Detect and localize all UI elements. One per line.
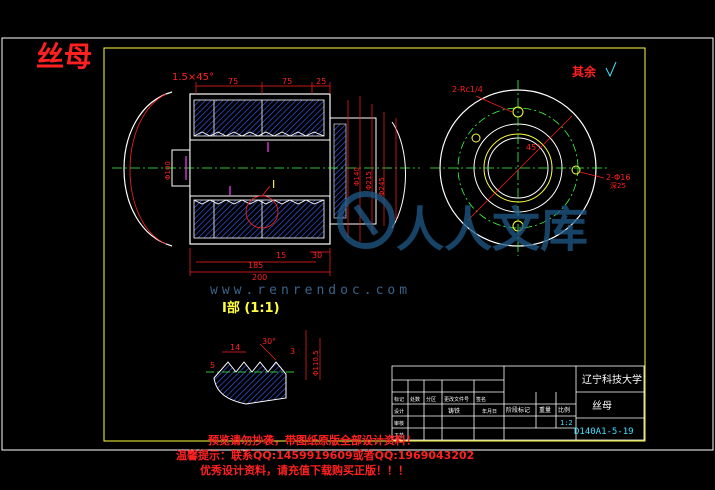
dim-30: 30: [312, 251, 322, 260]
dim-200: 200: [252, 273, 267, 282]
tb-stage-2: 比例: [558, 406, 570, 414]
dim-14: 14: [230, 343, 240, 352]
dim-3: 3: [290, 347, 295, 356]
inner-frame: [103, 47, 646, 442]
dim-bolt-holes: 2-Φ16: [606, 173, 630, 182]
detail-label: I部 (1:1): [222, 300, 280, 316]
end-view: 2-Rc1/4 2-Φ16 深25 45°: [430, 80, 630, 256]
dim-angle45: 45°: [526, 143, 540, 152]
roughness-symbol-icon: [605, 61, 617, 78]
notice-line-3: 优秀设计资料，请充值下载购买正版！！！: [200, 463, 409, 477]
tb-row-label-2: 分区: [426, 396, 436, 403]
tb-scale: 1:2: [560, 419, 573, 427]
tb-sign-2: 工艺: [394, 433, 404, 439]
outer-frame: [1, 37, 714, 451]
drawing-title: 丝母: [36, 40, 92, 73]
tb-row-label-3: 更改文件号: [444, 396, 469, 403]
dim-185: 185: [248, 261, 263, 270]
tb-row-label-5: 年月日: [482, 408, 497, 415]
dim-flange-hole: 2-Rc1/4: [452, 85, 483, 94]
dim-phi100: Φ100: [164, 161, 172, 180]
section-marker: I: [272, 178, 275, 191]
dim-25: 25: [316, 77, 326, 86]
dim-depth: 深25: [610, 181, 626, 190]
dim-angle30: 30°: [262, 337, 276, 346]
tb-row-label-1: 处数: [410, 396, 420, 403]
dim-phi215: Φ215: [365, 171, 373, 190]
tb-university: 辽宁科技大学: [582, 373, 642, 386]
tb-part-name: 丝母: [592, 400, 612, 412]
watermark-logo-icon: [337, 191, 395, 249]
watermark-text: 人人文库: [396, 202, 588, 258]
notice-line-1: 预览请勿抄袭，带图纸原版全部设计资料！: [208, 433, 417, 447]
tb-stage-0: 阶段标记: [506, 406, 530, 414]
dim-75-a: 75: [228, 77, 238, 86]
dim-15: 15: [276, 251, 286, 260]
tb-material: 铸铁: [448, 407, 460, 415]
title-block: [391, 365, 645, 441]
dim-phi245: Φ245: [378, 177, 386, 196]
tb-stage-1: 重量: [539, 406, 551, 414]
dim-75-b: 75: [282, 77, 292, 86]
dim-5: 5: [210, 361, 215, 370]
roughness-note: 其余: [572, 64, 597, 79]
notice-line-2: 温馨提示：联系QQ:1459919609或者QQ:1969043202: [176, 448, 474, 462]
tb-row-label-4: 签名: [476, 396, 486, 403]
dim-phi140: Φ140: [353, 167, 361, 186]
tb-sign-0: 设计: [394, 408, 404, 415]
tb-drawing-no: D140A1-5-19: [574, 427, 634, 437]
watermark-url: www.renrendoc.com: [210, 283, 411, 298]
dim-phi110: Φ110.5: [312, 350, 320, 376]
detail-view: 14 30° 3 5 Φ110.5: [206, 330, 321, 405]
dim-chamfer: 1.5×45°: [172, 72, 214, 83]
tb-row-label-0: 标记: [394, 396, 404, 403]
main-section-view: I 1.5×45° 75 75 25 Φ245 Φ215 Φ140 Φ100: [112, 72, 420, 282]
tb-sign-1: 审核: [394, 420, 404, 427]
